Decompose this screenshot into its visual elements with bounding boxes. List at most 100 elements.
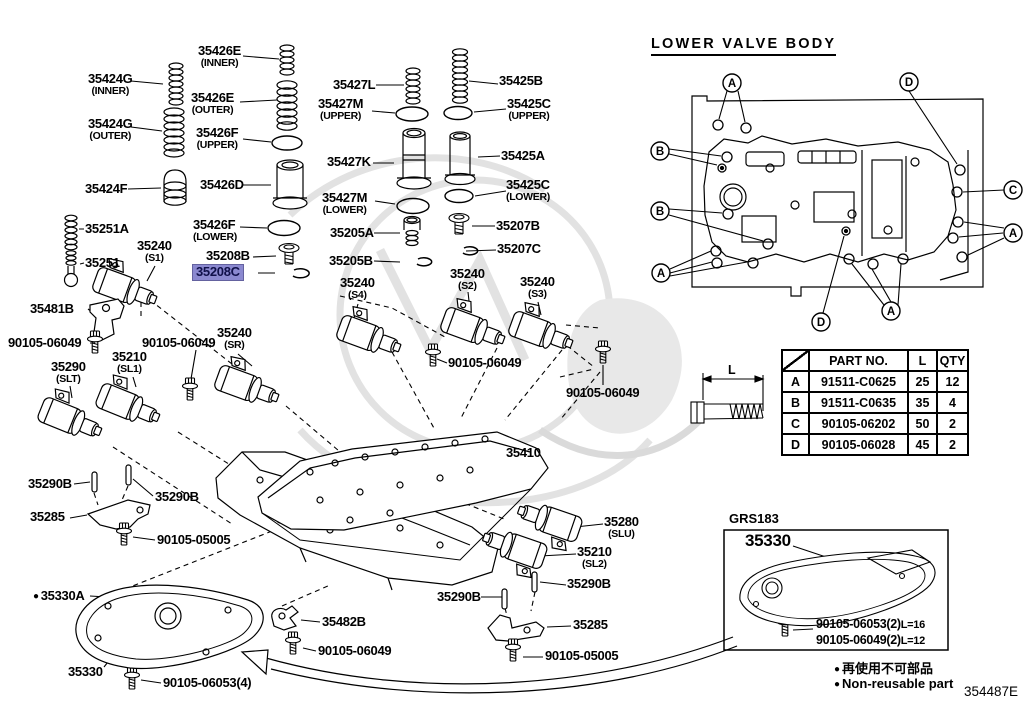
figure-code: 354487E	[964, 684, 1019, 699]
part-label-35290b-4[interactable]: 35290B	[437, 589, 481, 604]
bolt-05005-right	[504, 638, 522, 662]
filter-inset-pan	[739, 549, 936, 627]
callout-d-1: D	[905, 77, 913, 89]
part-label-35290b-3[interactable]: 35290B	[567, 576, 611, 591]
part-label-35290b-1[interactable]: 35290B	[28, 476, 72, 491]
callout-c-1: C	[1009, 185, 1017, 197]
row-partno[interactable]: 90105-06202	[808, 412, 909, 435]
inset-bolt-label-1[interactable]: 90105-06053(2)L=16	[816, 617, 925, 631]
piston-35205a	[403, 215, 421, 247]
screw-35207b	[448, 212, 470, 235]
part-label-35426e-inner[interactable]: 35426E(INNER)	[198, 43, 242, 70]
bolt-06049-mid	[181, 377, 199, 401]
bolt-spec-table: PART NO. L QTY A 91511-C0625 25 12 B 915…	[781, 349, 969, 456]
part-label-35330[interactable]: 35330	[68, 664, 103, 679]
part-label-35208b[interactable]: 35208B	[206, 248, 250, 263]
part-label-90105-05005-2[interactable]: 90105-05005	[545, 648, 619, 663]
row-qty: 4	[936, 391, 969, 414]
bracket-35285-left	[86, 499, 151, 530]
callout-d-2: D	[817, 317, 825, 329]
part-label-35210-sl2[interactable]: 35210(SL2)	[577, 544, 612, 571]
part-label-35290-slt[interactable]: 35290(SLT)	[51, 359, 86, 386]
part-label-35208c-selected[interactable]: 35208C	[192, 264, 244, 282]
oring-35426f-lower	[267, 219, 301, 237]
legend-en: ●Non-reusable part	[834, 676, 954, 691]
part-label-35427k[interactable]: 35427K	[327, 154, 371, 169]
spring-35425b	[451, 48, 469, 104]
part-label-35410[interactable]: 35410	[506, 445, 541, 460]
spring-35424g-inner	[168, 62, 184, 106]
part-label-90105-06049-3[interactable]: 90105-06049	[448, 355, 522, 370]
part-label-35240-sr[interactable]: 35240(SR)	[217, 325, 252, 352]
part-label-35290b-2[interactable]: 35290B	[155, 489, 199, 504]
part-label-90105-06049-2[interactable]: 90105-06049	[142, 335, 216, 350]
part-label-90105-06049-1[interactable]: 90105-06049	[8, 335, 82, 350]
part-label-35482b[interactable]: 35482B	[322, 614, 366, 629]
part-label-35426f-lower[interactable]: 35426F(LOWER)	[193, 217, 237, 244]
inset-bolt-label-2[interactable]: 90105-06049(2)L=12	[816, 633, 925, 647]
part-label-35426e-outer[interactable]: 35426E(OUTER)	[191, 90, 235, 117]
part-label-35240-s2[interactable]: 35240(S2)	[450, 266, 485, 293]
part-label-35285-2[interactable]: 35285	[573, 617, 608, 632]
inset-bolt-holes	[710, 119, 968, 270]
part-35251	[63, 250, 79, 288]
part-label-35424g-inner[interactable]: 35424G(INNER)	[88, 71, 133, 98]
part-label-35330a[interactable]: ●35330A	[33, 588, 85, 603]
row-l: 25	[907, 370, 938, 393]
part-label-35427m-lower[interactable]: 35427M(LOWER)	[322, 190, 368, 217]
part-label-35205b[interactable]: 35205B	[329, 253, 373, 268]
part-label-35426f-upper[interactable]: 35426F(UPPER)	[196, 125, 239, 152]
part-label-35210-sl1[interactable]: 35210(SL1)	[112, 349, 147, 376]
part-label-35425c-upper[interactable]: 35425C(UPPER)	[507, 96, 551, 123]
part-label-35425c-lower[interactable]: 35425C(LOWER)	[506, 177, 550, 204]
part-label-35251a[interactable]: 35251A	[85, 221, 129, 236]
pin-35290b-1	[91, 471, 98, 493]
part-label-35425a[interactable]: 35425A	[501, 148, 545, 163]
piston-35424f	[163, 169, 187, 206]
non-reusable-bullet-icon: ●	[33, 591, 39, 602]
part-label-35481b[interactable]: 35481B	[30, 301, 74, 316]
spring-35426e-outer	[276, 80, 298, 131]
part-label-90105-06053-4[interactable]: 90105-06053(4)	[163, 675, 252, 690]
part-label-35207c[interactable]: 35207C	[497, 241, 541, 256]
part-label-35424g-outer[interactable]: 35424G(OUTER)	[88, 116, 133, 143]
oring-35427m-upper	[395, 106, 429, 122]
legend-jp: ●再使用不可部品	[834, 661, 934, 676]
part-label-35205a[interactable]: 35205A	[330, 225, 374, 240]
springs-and-rings	[63, 44, 479, 603]
part-label-35425b[interactable]: 35425B	[499, 73, 543, 88]
row-key: D	[781, 433, 810, 456]
row-key: C	[781, 412, 810, 435]
part-label-35285-1[interactable]: 35285	[30, 509, 65, 524]
part-label-35427m-upper[interactable]: 35427M(UPPER)	[318, 96, 364, 123]
snapring-35208c	[292, 268, 310, 279]
spring-35427l	[405, 67, 421, 105]
part-label-35330-inset[interactable]: 35330	[745, 531, 791, 550]
callout-b-1: B	[656, 146, 664, 158]
row-partno[interactable]: 91511-C0625	[808, 370, 909, 393]
row-partno[interactable]: 90105-06028	[808, 433, 909, 456]
part-label-90105-06049-5[interactable]: 90105-06049	[318, 643, 392, 658]
part-label-35424f[interactable]: 35424F	[85, 181, 128, 196]
part-label-35251[interactable]: 35251	[85, 255, 120, 270]
non-reusable-bullet-icon: ●	[834, 664, 841, 675]
bracket-35481b	[89, 298, 125, 341]
model-code-grs183: GRS183	[729, 511, 779, 526]
part-label-90105-06049-4[interactable]: 90105-06049	[566, 385, 640, 400]
row-partno[interactable]: 91511-C0635	[808, 391, 909, 414]
part-label-90105-05005-1[interactable]: 90105-05005	[157, 532, 231, 547]
oring-35426f-upper	[271, 135, 303, 151]
part-label-35240-s1[interactable]: 35240(S1)	[137, 238, 172, 265]
part-label-35280-slu[interactable]: 35280(SLU)	[604, 514, 639, 541]
part-label-35240-s4[interactable]: 35240(S4)	[340, 275, 375, 302]
part-label-35427l[interactable]: 35427L	[333, 77, 376, 92]
part-label-35207b[interactable]: 35207B	[496, 218, 540, 233]
inset-callout-leaders	[668, 90, 1005, 314]
part-label-35426d[interactable]: 35426D	[200, 177, 244, 192]
row-l: 45	[907, 433, 938, 456]
spring-35426e-inner	[279, 44, 295, 76]
part-label-35240-s3[interactable]: 35240(S3)	[520, 274, 555, 301]
callout-a-4: A	[887, 306, 895, 318]
